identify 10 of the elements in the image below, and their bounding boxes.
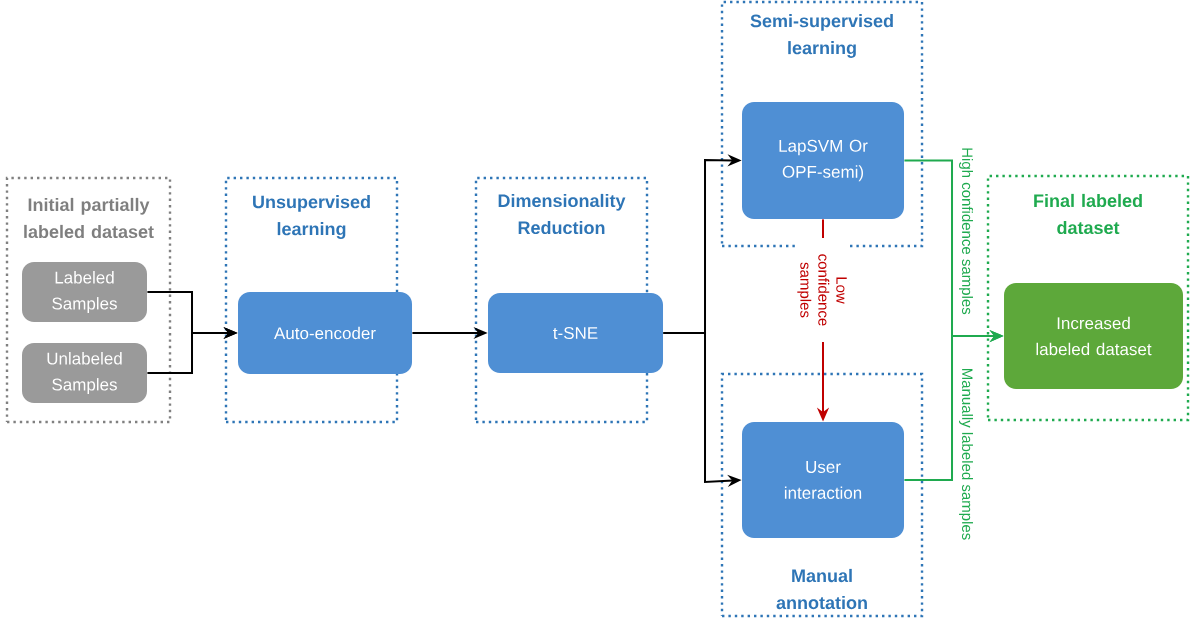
process-box: t-SNE [488,293,663,373]
process-box: User interaction [742,422,904,538]
edge-label: Manually labeled samples [957,365,975,543]
edge-label: Low confidence samples [795,238,849,342]
process-box: Auto-encoder [238,292,412,374]
process-box: LapSVM Or OPF-semi) [742,102,904,219]
process-box: Increased labeled dataset [1004,283,1183,389]
process-box: Unlabeled Samples [22,343,147,403]
process-box: Labeled Samples [22,262,147,322]
edge-label: High confidence samples [957,145,975,317]
